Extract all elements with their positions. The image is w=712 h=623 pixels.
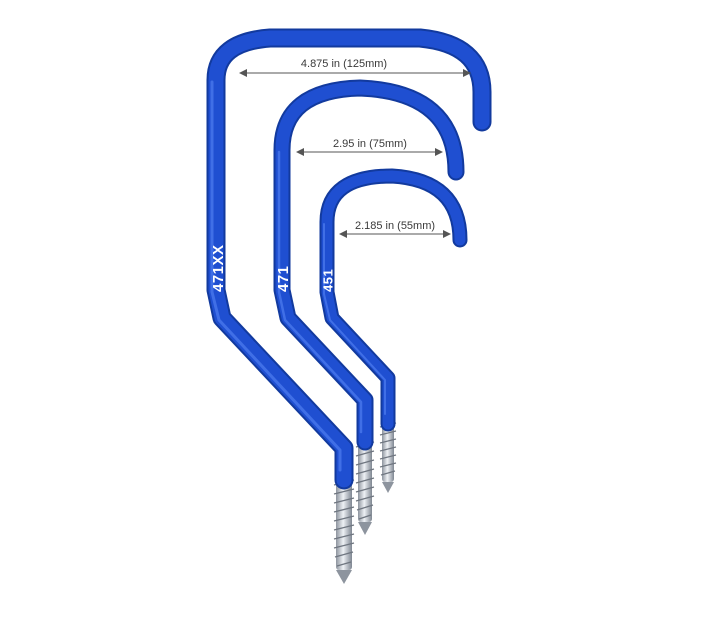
dimension-label-451: 2.185 in (55mm) <box>355 220 435 232</box>
model-label-471xx: 471XX <box>210 244 227 292</box>
hook-451: 451 <box>319 168 468 493</box>
hook-body-471xx <box>206 28 492 490</box>
dimension-471xx: 4.875 in (125mm) <box>239 58 471 77</box>
hook-471xx: 471XX <box>206 28 492 584</box>
dimension-label-471xx: 4.875 in (125mm) <box>301 58 387 70</box>
dimension-451: 2.185 in (55mm) <box>339 220 451 238</box>
screw-thread-471 <box>355 440 375 535</box>
screw-thread-451 <box>379 420 397 493</box>
dimension-label-471: 2.95 in (75mm) <box>333 138 407 150</box>
hook-471: 471 <box>273 79 465 535</box>
screw-thread-471xx <box>333 478 355 584</box>
model-label-471: 471 <box>275 265 292 292</box>
dimension-471: 2.95 in (75mm) <box>296 138 443 156</box>
model-label-451: 451 <box>320 269 335 292</box>
